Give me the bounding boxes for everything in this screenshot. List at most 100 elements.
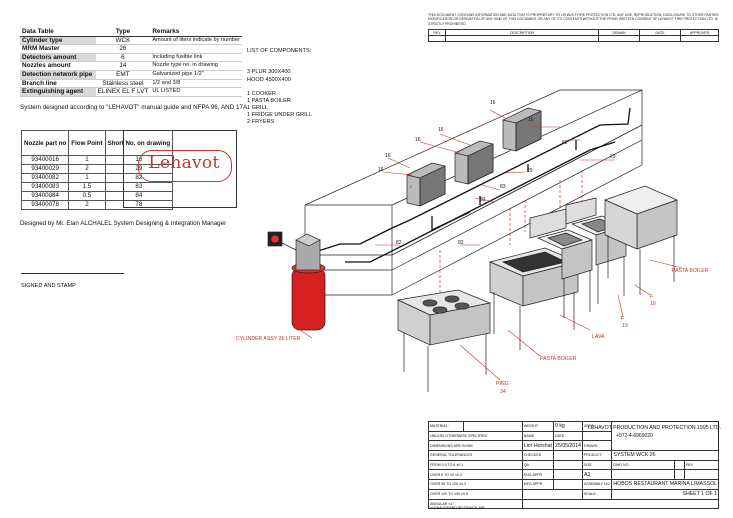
nozzle-label-29: 29	[527, 168, 533, 174]
nozzle-table-cell: 2	[68, 200, 106, 210]
nozzle-label-16: 16	[378, 167, 384, 173]
tolerance-row: OVER 30 TO 120 ±0.3	[428, 479, 523, 490]
data-table-cell: Nozzle type no. in drawing	[150, 61, 242, 71]
assembly-value: HOBOS RESTAURANT MARINA LIMASSOL	[611, 479, 719, 490]
data-table-cell: 14	[95, 61, 151, 71]
date-column: DATE	[553, 430, 583, 442]
design-note: System designed according to "LEHAVOT" m…	[20, 104, 249, 111]
data-table-cell: WCK	[95, 36, 151, 46]
nozzle-table: Nozzle part no Flow Point Short No. on d…	[20, 130, 174, 210]
product-value: SYSTEM WCK 26	[611, 450, 719, 461]
designer-credit: Designed by Mr. Elan ALCHALEL System Des…	[20, 220, 227, 227]
data-table-cell: Including fusible link	[150, 53, 242, 63]
pasta-boiler-label: PASTA BOILER	[540, 356, 577, 362]
data-table-cell: EMT	[95, 70, 151, 80]
revision-table: REV DESCRIPTION DRAWN DATE APPROVED	[428, 29, 719, 42]
nozzle-label-82: 82	[562, 140, 568, 146]
data-table-cell: ELINEX EL F LVT	[95, 87, 151, 97]
component-item: HOOD 4500X400	[247, 76, 291, 83]
nozzle-label-16: 16	[528, 117, 534, 123]
size-label: SIZE	[581, 459, 613, 471]
nozzle-label-16: 16	[438, 127, 444, 133]
signature-line	[21, 273, 124, 274]
dimensions-label: DIMENSIONS ARE IN MM	[428, 440, 523, 452]
fryer-label-num: 19	[622, 323, 628, 329]
plenum-box	[502, 107, 542, 152]
company-phone: +972-4-6969020	[616, 433, 653, 439]
pasta-boiler	[604, 185, 678, 295]
data-table-header: Remarks	[150, 28, 242, 37]
data-table-cell: Cylinder type	[20, 36, 96, 46]
ping-label: PING	[496, 381, 509, 387]
sheet-label: SHEET 1 OF 1	[611, 488, 719, 500]
nozzle-label-82: 82	[396, 240, 402, 246]
product-label: PRODUCT:	[581, 450, 613, 461]
title-block: MATERIAL: WEIGHT: 0 kg AREA: UNLESS OTHE…	[427, 421, 720, 510]
logo-text: Lehavot	[148, 153, 220, 173]
component-item: 1 COOKER	[247, 90, 276, 97]
data-table-cell: Branch line	[20, 79, 96, 89]
dwg-label: DWG NO.	[611, 459, 676, 471]
data-table-cell: Galvanized pipe 1/2"	[150, 70, 242, 80]
data-table-cell: Detection network pipe	[20, 70, 96, 80]
tolerances-label: GENERAL TOLERANCES	[428, 450, 523, 461]
data-table-cell: MRM Master	[20, 44, 96, 54]
cylinder-assembly	[267, 231, 326, 331]
data-table-cell: UL LISTED	[150, 87, 242, 97]
ping-label-num: 34	[500, 389, 506, 395]
pasta-boiler-label: PASTA BOILER	[672, 268, 709, 274]
nozzle-label-16: 16	[415, 137, 421, 143]
mfg-label: MFG APPR	[521, 479, 555, 490]
component-item: 3 PLUR 300X400	[247, 69, 291, 76]
nozzle-table-cell: 78	[104, 200, 174, 210]
fryer-label-num: 19	[650, 301, 656, 307]
nozzle-label-83: 83	[480, 197, 486, 203]
company-name: LEHAVOT PRODUCTION AND PROTECTION 1995 L…	[588, 425, 721, 431]
weight-label: WEIGHT:	[521, 421, 555, 432]
data-table-header: Data Table	[20, 28, 96, 37]
component-item: 1 PASTA BOILER	[247, 97, 291, 104]
tolerance-row: OVER 120 TO 400 ±0.5	[428, 488, 523, 500]
lehavot-logo	[138, 150, 232, 182]
data-table-cell: 26	[95, 44, 151, 54]
data-table-cell: Amount of liters indicate by number	[150, 36, 242, 46]
tolerance-row: FROM 0.5 TO 6 ±0.1	[428, 459, 523, 471]
drawn-name: Lior Horshat	[521, 440, 555, 452]
data-table-header: Type	[95, 28, 151, 37]
proprietary-notice: THIS DOCUMENT CONTAINS INFORMATION AND D…	[428, 13, 719, 26]
component-item: 1 GRILL	[247, 104, 268, 111]
data-table-cell: Nozzles amount	[20, 61, 96, 71]
lava-label: LAVA	[592, 334, 605, 340]
cooker	[396, 289, 492, 392]
nozzle-label-29: 29	[610, 154, 616, 160]
leader-lines	[299, 109, 683, 381]
data-table-cell: Detectors amount	[20, 53, 96, 63]
assembly-label: ASSEMBLY NO:	[581, 479, 613, 490]
nozzle-table-header: Nozzle part no	[20, 130, 70, 156]
checked-label: CHECKED	[521, 450, 555, 461]
size-value: A3	[581, 469, 613, 481]
plenum-box	[406, 162, 446, 207]
drawn-date: 25/05/2014	[553, 440, 583, 452]
data-table-cell	[150, 44, 242, 54]
drawn-label: DRAWN	[581, 440, 613, 452]
scale-label: SCALE:	[581, 488, 613, 500]
nozzle-table-header: Short No. on drawing	[104, 130, 174, 156]
nozzle-label-82: 82	[458, 240, 464, 246]
cylinder-label: CYLINDER ASSY 26 LITER	[236, 336, 301, 342]
plenum-box	[454, 140, 494, 185]
unless-note: UNLESS OTHERWISE SPECIFIED	[428, 430, 523, 442]
fryer	[529, 208, 594, 318]
data-table-cell: 6	[95, 53, 151, 63]
rev-label: REV	[683, 459, 720, 471]
component-item: 1 FRIDGE UNDER GRILL	[247, 111, 312, 118]
nozzle-label-16: 16	[490, 100, 496, 106]
qa-label: QA	[521, 459, 555, 471]
